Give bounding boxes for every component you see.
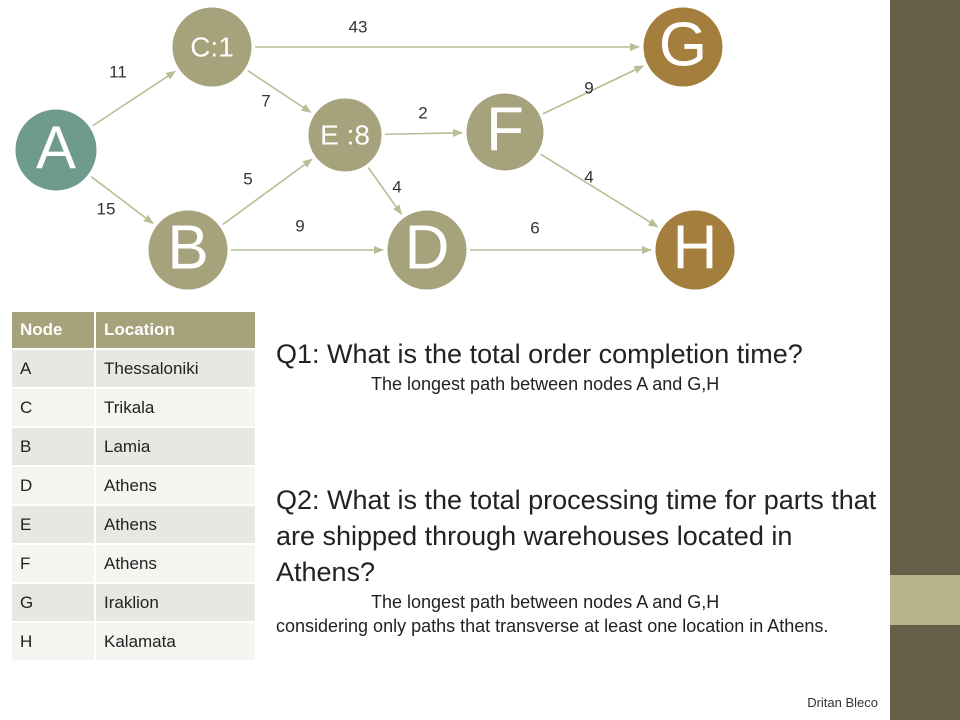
question-1-answer: The longest path between nodes A and G,H <box>276 372 880 396</box>
table-row: D Athens <box>12 465 255 505</box>
location-cell: Athens <box>95 543 255 583</box>
node-label-h: H <box>673 213 718 282</box>
node-cell: A <box>12 348 96 388</box>
edge-weight-e-f: 2 <box>418 103 427 122</box>
location-cell: Athens <box>95 504 255 544</box>
table-row: G Iraklion <box>12 582 255 622</box>
edge-weight-c-e: 7 <box>261 91 270 110</box>
node-circle-d <box>384 207 470 293</box>
node-g: G <box>640 4 726 90</box>
edge-a-c <box>92 70 177 127</box>
node-label-e: E :8 <box>320 119 370 150</box>
edge-f-h <box>540 153 659 228</box>
network-diagram: 11 15 43 7 5 9 2 4 9 4 6 A B C:1D E :8 F G H <box>12 4 738 293</box>
question-2-text: Q2: What is the total processing time fo… <box>276 485 877 587</box>
edge-weight-f-g: 9 <box>584 78 593 97</box>
node-label-d: D <box>405 213 450 282</box>
edge-c-e <box>247 70 312 114</box>
node-cell: E <box>12 504 96 544</box>
table-header-row: Node Location <box>12 312 255 349</box>
sidebar-accent <box>890 575 960 625</box>
table-row: E Athens <box>12 504 255 544</box>
column-header-node: Node <box>12 312 96 349</box>
node-label-a: A <box>36 114 76 181</box>
column-header-location: Location <box>95 312 255 349</box>
node-circle-g <box>640 4 726 90</box>
node-label-c: C:1 <box>190 31 234 62</box>
question-1-answer-text: The longest path between nodes A and G,H <box>371 374 720 394</box>
question-2-answer-line1: The longest path between nodes A and G,H <box>371 592 720 612</box>
node-circle-a <box>12 106 100 194</box>
location-cell: Athens <box>95 465 255 505</box>
node-label-g: G <box>659 10 707 79</box>
location-cell: Lamia <box>95 426 255 466</box>
node-cell: F <box>12 543 96 583</box>
node-cell: C <box>12 387 96 427</box>
author-credit: Dritan Bleco <box>807 695 878 710</box>
node-location-table: Node Location A Thessaloniki C Trikala B… <box>12 312 255 660</box>
node-circle-e <box>305 95 385 175</box>
question-2-answer-rest: considering only paths that transverse a… <box>276 616 829 636</box>
table-row: C Trikala <box>12 387 255 427</box>
sidebar-decoration <box>890 0 960 575</box>
node-circle-h <box>652 207 738 293</box>
node-e: E :8 <box>305 95 385 175</box>
node-h: H <box>652 207 738 293</box>
edge-weight-c-g: 43 <box>349 17 368 36</box>
node-circle-c <box>169 4 255 90</box>
edge-weight-b-e: 5 <box>243 169 252 188</box>
edge-weight-a-b: 15 <box>97 199 116 218</box>
question-2-answer: The longest path between nodes A and G,H… <box>276 590 880 638</box>
node-cell: D <box>12 465 96 505</box>
node-cell: H <box>12 621 96 660</box>
node-a: A <box>12 106 100 194</box>
table-row: F Athens <box>12 543 255 583</box>
node-c: C:1 <box>169 4 255 90</box>
location-cell: Thessaloniki <box>95 348 255 388</box>
edge-f-g <box>542 65 645 115</box>
edge-a-b <box>90 175 154 225</box>
edge-weight-a-c: 11 <box>109 62 127 81</box>
edge-b-e <box>222 158 313 226</box>
table-row: H Kalamata <box>12 621 255 660</box>
location-cell: Trikala <box>95 387 255 427</box>
node-label-b: B <box>167 213 208 282</box>
edge-weight-e-d: 4 <box>392 177 401 196</box>
question-1-text: Q1: What is the total order completion t… <box>276 339 803 369</box>
node-d: D <box>384 207 470 293</box>
table-row: A Thessaloniki <box>12 348 255 388</box>
node-cell: G <box>12 582 96 622</box>
node-circle-b <box>145 207 231 293</box>
edge-weight-b-d: 9 <box>295 216 304 235</box>
question-1: Q1: What is the total order completion t… <box>276 336 880 396</box>
node-label-f: F <box>486 95 524 164</box>
edge-e-f <box>384 128 464 137</box>
sidebar-decoration-bottom <box>890 625 960 720</box>
question-2: Q2: What is the total processing time fo… <box>276 482 880 638</box>
location-cell: Kalamata <box>95 621 255 660</box>
edge-weight-d-h: 6 <box>530 218 539 237</box>
edge-weight-f-h: 4 <box>584 167 593 186</box>
location-cell: Iraklion <box>95 582 255 622</box>
table-row: B Lamia <box>12 426 255 466</box>
node-f: F <box>463 90 547 174</box>
node-b: B <box>145 207 231 293</box>
node-cell: B <box>12 426 96 466</box>
node-circle-f <box>463 90 547 174</box>
edge-e-d <box>367 167 403 215</box>
